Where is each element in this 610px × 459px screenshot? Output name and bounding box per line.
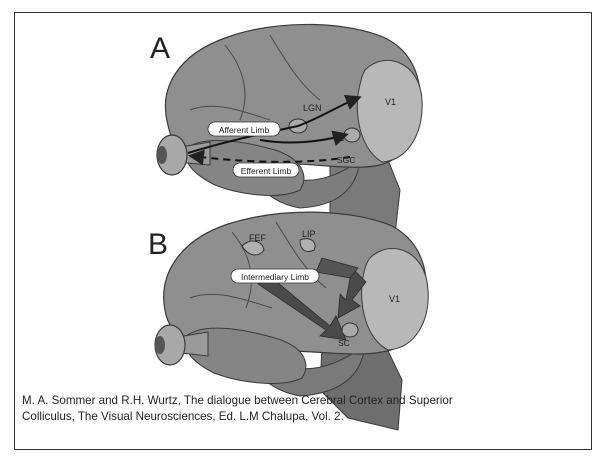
panel-b-intermediary-label: Intermediary Limb [241,272,309,282]
citation-line-1: M. A. Sommer and R.H. Wurtz, The dialogu… [22,393,582,409]
panel-b-sc-label: SC [338,338,350,348]
panel-b-fef-label: FEF [249,233,267,243]
panel-a-sgc-label: SGC [337,155,355,165]
panel-a-sc-label: SC [333,133,345,143]
panel-a-sc-nucleus [344,128,360,142]
panel-b-letter: B [148,228,168,261]
panel-a-v1-label: V1 [385,97,396,107]
panel-b-v1-label: V1 [389,294,400,304]
panel-a-afferent-label: Afferent Limb [219,125,270,135]
panel-a-letter: A [150,32,170,65]
panel-a-efferent-label: Efferent Limb [241,166,292,176]
panel-b-sc-nucleus [342,323,358,337]
panel-b-lip-label: LIP [302,229,316,239]
citation-caption: M. A. Sommer and R.H. Wurtz, The dialogu… [22,393,582,425]
citation-line-2: Colliculus, The Visual Neurosciences, Ed… [22,409,582,425]
panel-a-v1-region [357,60,422,162]
panel-a-lgn-label: LGN [303,103,322,113]
